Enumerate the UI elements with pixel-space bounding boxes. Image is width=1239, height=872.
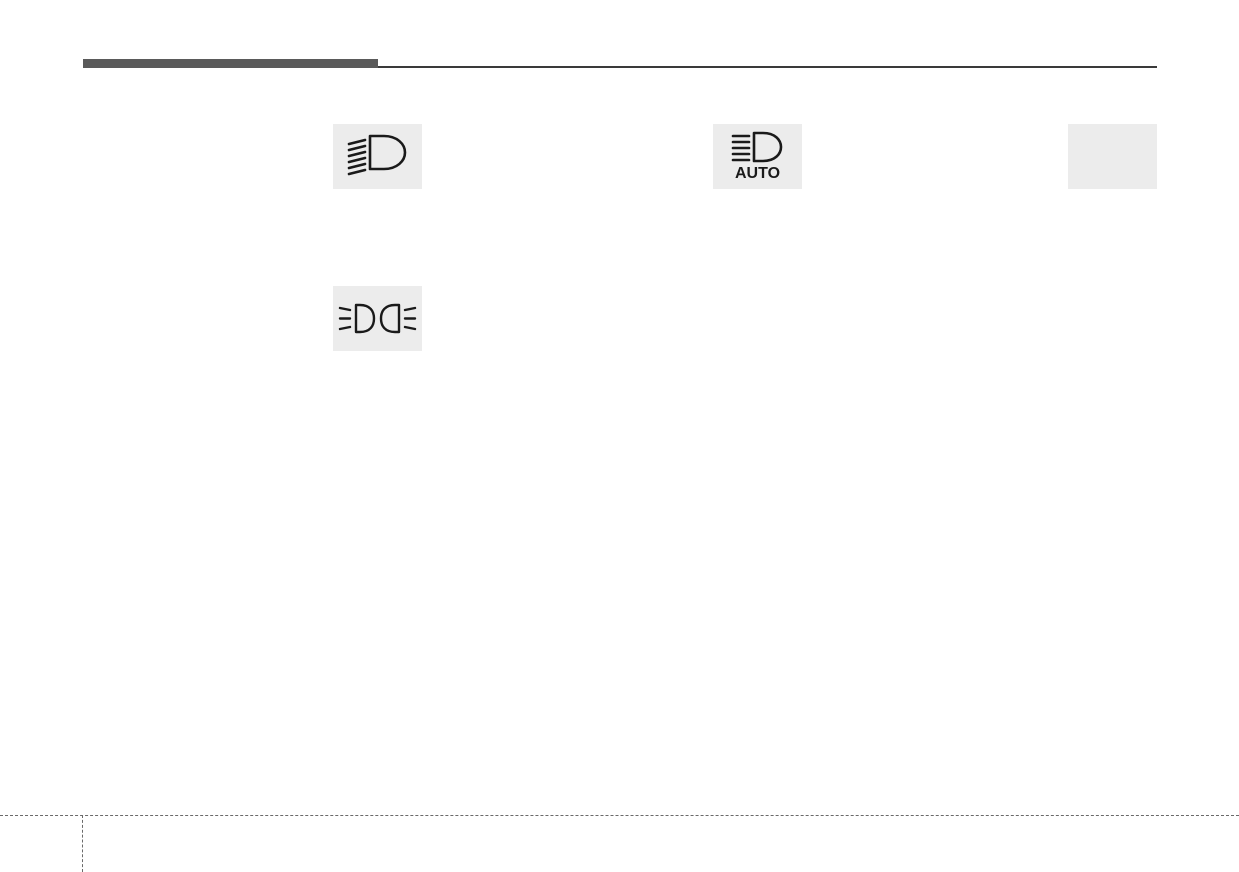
header-accent-bar <box>83 59 378 68</box>
blank-placeholder <box>1068 124 1157 189</box>
front-fog-light-icon <box>338 303 417 334</box>
auto-light-icon <box>731 131 783 163</box>
front-fog-tile <box>333 286 422 351</box>
high-beam-icon <box>347 134 407 176</box>
header-rule <box>378 66 1157 68</box>
footer-dashed-divider <box>82 815 83 872</box>
high-beam-tile <box>333 124 422 189</box>
auto-light-tile: AUTO <box>713 124 802 189</box>
auto-label: AUTO <box>734 165 781 182</box>
footer-dashed-line <box>0 815 1239 816</box>
